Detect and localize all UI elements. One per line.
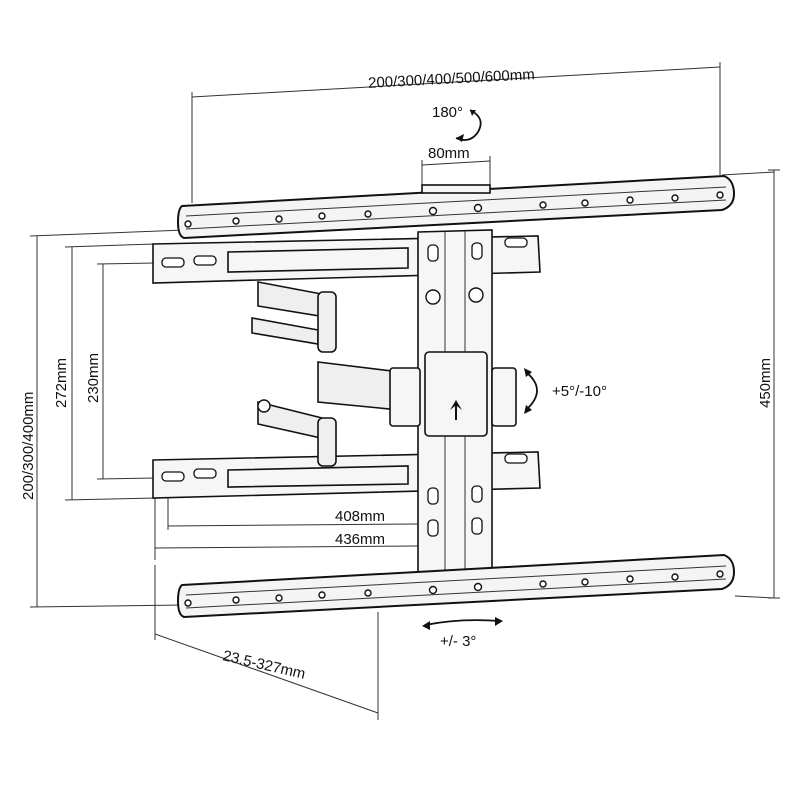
width-outer-label: 436mm (335, 531, 385, 548)
tilt-label: +5°/-10° (552, 383, 607, 400)
wall-plate (152, 229, 541, 573)
height-total-label: 450mm (757, 358, 774, 408)
center-gap-label: 80mm (428, 145, 470, 162)
up-arrow-icon (450, 400, 462, 420)
swing-arm (251, 281, 401, 467)
bar-holes-top (184, 191, 724, 228)
double-arrow-icon (424, 619, 501, 626)
tilt-arrow (524, 368, 538, 414)
bar-holes-bottom (184, 570, 724, 607)
wall-plate-inner-label: 230mm (85, 353, 102, 403)
swivel-arrow (422, 617, 503, 630)
top-vesa-bar (176, 174, 736, 240)
width-inner-label: 408mm (335, 508, 385, 525)
rotation-label: 180° (432, 104, 463, 121)
swivel-label: +/- 3° (440, 633, 476, 650)
extension-label: 23.5-327mm (221, 647, 307, 683)
dimension-lines (29, 62, 780, 720)
wall-plate-outer-label: 272mm (53, 358, 70, 408)
bottom-vesa-bar (176, 553, 736, 619)
tilt-head (389, 351, 517, 437)
vesa-height-label: 200/300/400mm (20, 392, 37, 500)
rotation-arrow (455, 109, 482, 142)
curved-arrow-icon (525, 371, 538, 411)
curved-arrow-icon (455, 109, 482, 141)
vesa-width-label: 200/300/400/500/600mm (368, 66, 535, 92)
